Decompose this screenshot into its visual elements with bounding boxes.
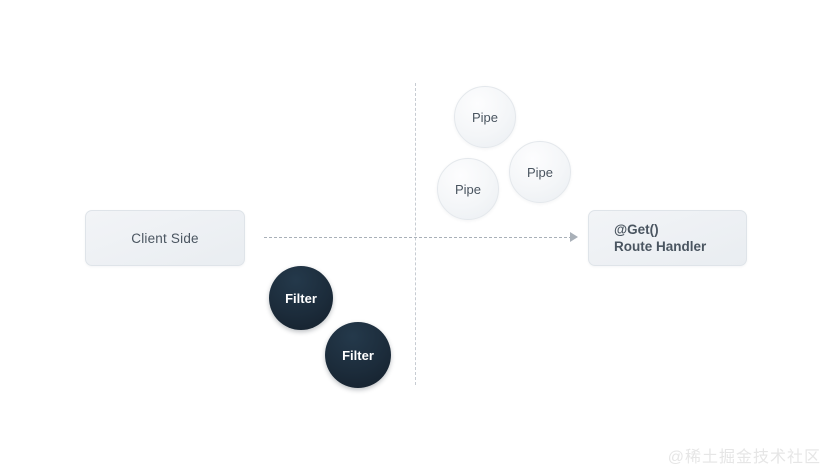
client-side-box[interactable]: Client Side [85, 210, 245, 266]
pipe-label-3: Pipe [526, 164, 554, 180]
pipe-circle-2[interactable]: Pipe [437, 158, 499, 220]
route-handler-text: @Get() Route Handler [614, 221, 706, 255]
vertical-dashed-divider [415, 83, 416, 385]
pipe-circle-3[interactable]: Pipe [509, 141, 571, 203]
request-flow-arrow-head-icon [570, 232, 578, 242]
route-handler-title-label: Route Handler [614, 239, 707, 254]
filter-circle-2[interactable]: Filter [325, 322, 391, 388]
filter-label-2: Filter [342, 347, 374, 363]
route-handler-box[interactable]: @Get() Route Handler [588, 210, 747, 266]
watermark-text: @稀土掘金技术社区 [667, 449, 821, 466]
request-flow-arrow-line [264, 237, 572, 238]
route-handler-decorator-label: @Get() [614, 222, 659, 237]
filter-circle-1[interactable]: Filter [269, 266, 333, 330]
filter-label-1: Filter [285, 290, 317, 306]
client-side-label: Client Side [131, 230, 199, 246]
pipe-label-1: Pipe [471, 109, 499, 125]
pipe-label-2: Pipe [454, 181, 482, 197]
pipe-circle-1[interactable]: Pipe [454, 86, 516, 148]
